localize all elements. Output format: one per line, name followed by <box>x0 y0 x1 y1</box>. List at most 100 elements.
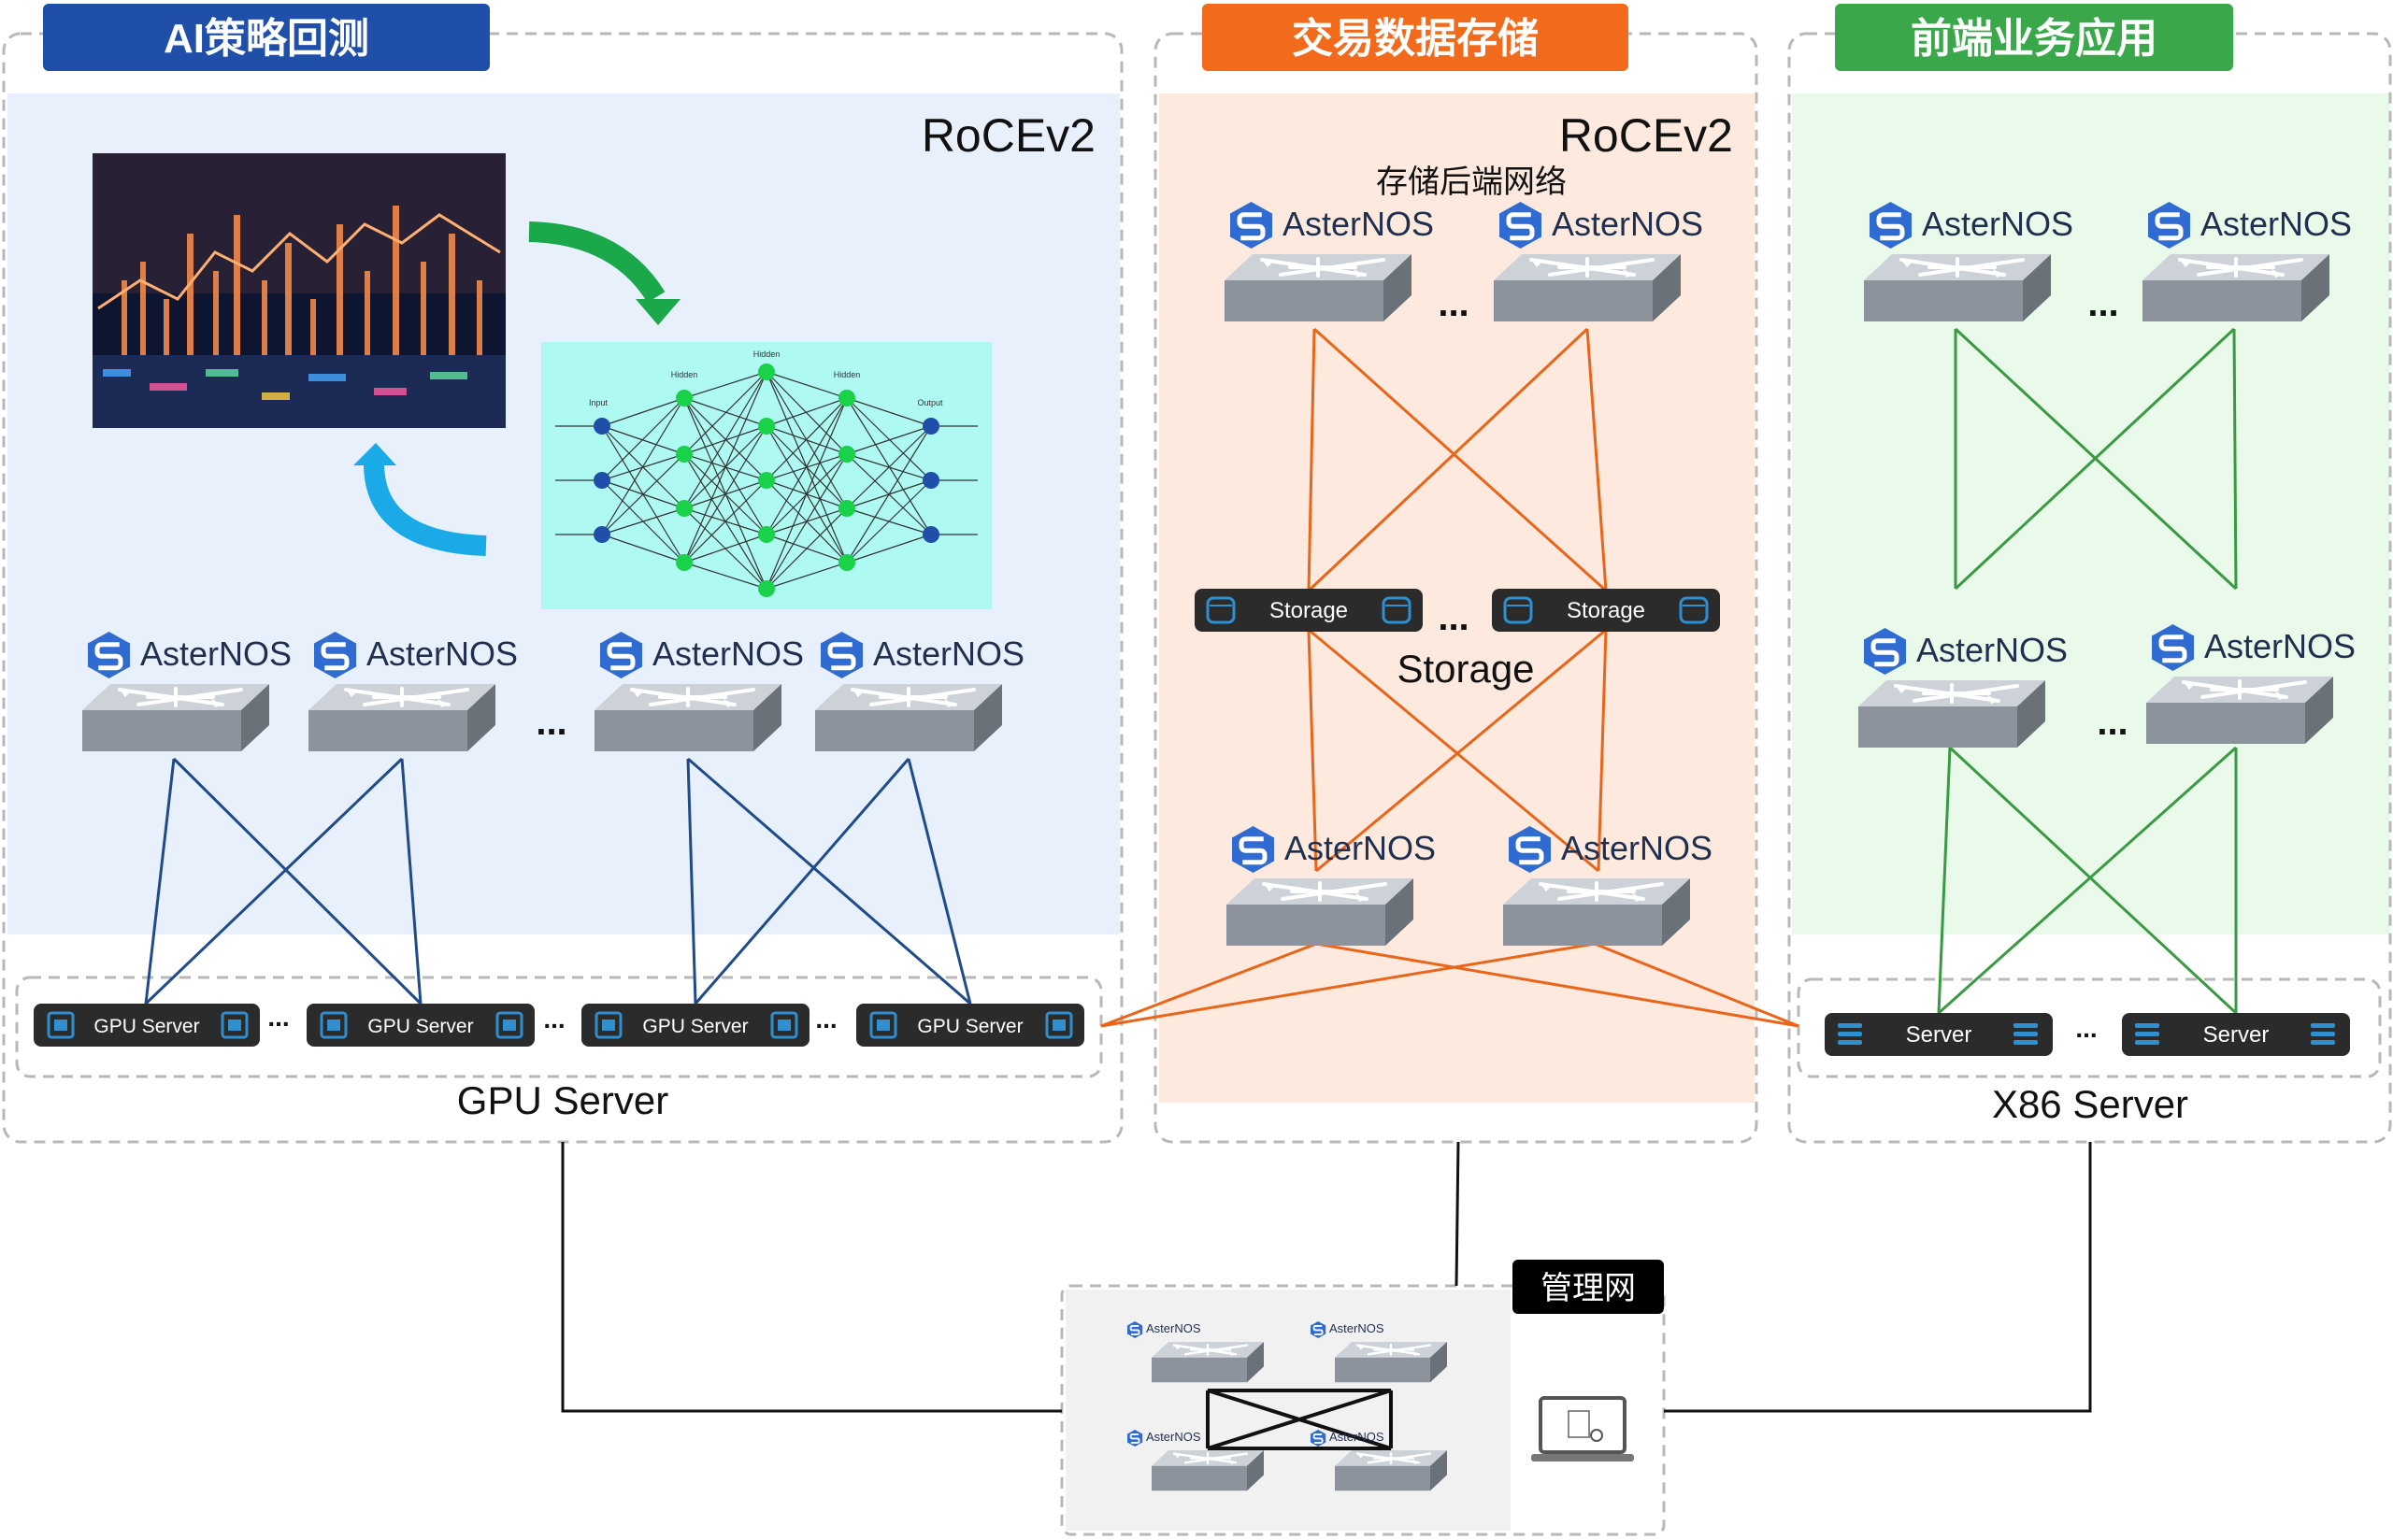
network-switch-icon <box>1862 252 2053 323</box>
storage-disk-icon <box>1382 596 1411 624</box>
gpu-server-3: GPU Server <box>581 1004 810 1047</box>
network-switch-icon <box>80 682 271 753</box>
neural-network-panel: Input Hidden Hidden Hidden Output <box>541 342 992 609</box>
frontend-title: 前端业务应用 <box>1911 16 2157 62</box>
network-switch-icon <box>1333 1448 1449 1492</box>
nn-hidden-label-3: Hidden <box>834 370 861 379</box>
nn-hidden-label-2: Hidden <box>753 349 781 359</box>
gpu-server-2: GPU Server <box>307 1004 535 1047</box>
x86-server-caption: X86 Server <box>1992 1082 2188 1126</box>
gpu-chip-icon <box>47 1011 75 1039</box>
storage-device-1: Storage <box>1195 589 1423 632</box>
storage-title: 交易数据存储 <box>1292 16 1539 62</box>
ai-switch-4: AsterNOS <box>813 632 1025 753</box>
mgmt-switch-4: AsterNOS <box>1310 1429 1449 1492</box>
nn-node <box>594 526 610 543</box>
switch-label: AsterNOS <box>2200 205 2352 243</box>
device-label: Server <box>2203 1022 2270 1048</box>
frontend-leaf-switch-1: AsterNOS <box>1856 628 2068 749</box>
gpu-chip-icon <box>595 1011 623 1039</box>
gpu-chip-icon <box>221 1011 249 1039</box>
nn-node <box>676 390 693 406</box>
gpu-server-1: GPU Server <box>34 1004 260 1047</box>
network-switch-icon <box>593 682 783 753</box>
mgmt-switch-2: AsterNOS <box>1310 1320 1449 1384</box>
storage-disk-icon <box>1503 596 1533 624</box>
server-ellipsis: ... <box>2075 1014 2097 1043</box>
network-switch-icon <box>1492 252 1683 323</box>
device-label: Server <box>1906 1022 1972 1048</box>
frontend-spine-ellipsis: ... <box>2087 283 2118 324</box>
nn-node <box>676 500 693 517</box>
storage-disk-icon <box>1679 596 1709 624</box>
ai-protocol-label: RoCEv2 <box>922 109 1096 162</box>
switch-label: AsterNOS <box>2204 627 2356 665</box>
storage-spine-switch-1: AsterNOS <box>1223 202 1434 323</box>
device-label: GPU Server <box>93 1016 199 1037</box>
gpu-chip-icon <box>1045 1011 1073 1039</box>
gpu-ellipsis-2: ... <box>543 1005 565 1034</box>
ai-title-badge <box>43 4 490 71</box>
mgmt-title: 管理网 <box>1540 1271 1636 1306</box>
frontend-leaf-ellipsis: ... <box>2097 702 2128 743</box>
nn-node <box>758 472 775 489</box>
switch-label: AsterNOS <box>1916 631 2068 669</box>
frontend-spine-switch-2: AsterNOS <box>2141 202 2352 323</box>
network-switch-icon <box>1501 877 1692 948</box>
frontend-leaf-switch-2: AsterNOS <box>2144 624 2356 746</box>
network-switch-icon <box>1856 678 2047 749</box>
nn-node <box>758 526 775 543</box>
gpu-server-group-border <box>15 976 1103 1078</box>
storage-spine-switch-2: AsterNOS <box>1492 202 1703 323</box>
storage-spine-ellipsis: ... <box>1438 283 1469 324</box>
switch-label: AsterNOS <box>1922 205 2073 243</box>
green-cycle-arrow-icon <box>528 221 681 325</box>
network-switch-icon <box>1223 252 1413 323</box>
switch-label: AsterNOS <box>1146 1321 1201 1335</box>
server-rack-icon <box>2135 1023 2159 1045</box>
gpu-ellipsis-1: ... <box>267 1003 289 1032</box>
storage-leaf-switch-1: AsterNOS <box>1225 826 1436 948</box>
nn-node <box>923 418 939 435</box>
stock-chart-image <box>93 153 506 428</box>
ai-switch-1: AsterNOS <box>80 632 292 753</box>
switch-label: AsterNOS <box>1146 1430 1201 1444</box>
device-label: GPU Server <box>367 1016 473 1037</box>
switch-label: AsterNOS <box>873 635 1025 673</box>
device-label: Storage <box>1269 598 1348 623</box>
x86-server-2: Server <box>2122 1013 2350 1056</box>
network-switch-icon <box>2144 675 2335 746</box>
device-label: Storage <box>1567 598 1645 623</box>
server-rack-icon <box>1838 1023 1862 1045</box>
ai-title: AI策略回测 <box>164 16 369 62</box>
frontend-spine-switch-1: AsterNOS <box>1862 202 2073 323</box>
device-label: GPU Server <box>642 1016 748 1037</box>
storage-backend-subtitle: 存储后端网络 <box>1376 164 1567 200</box>
nn-node <box>594 418 610 435</box>
network-switch-icon <box>1150 1448 1266 1492</box>
storage-title-badge <box>1202 4 1628 71</box>
nn-node <box>923 526 939 543</box>
nn-node <box>594 472 610 489</box>
network-switch-icon <box>2141 252 2331 323</box>
switch-label: AsterNOS <box>1329 1321 1384 1335</box>
monitor-icon <box>1531 1396 1634 1462</box>
nn-node <box>676 446 693 463</box>
frontend-links <box>1937 327 2238 1015</box>
nn-node <box>758 418 775 435</box>
nn-node <box>838 446 855 463</box>
management-links <box>561 1141 2092 1450</box>
gpu-chip-icon <box>770 1011 798 1039</box>
frontend-title-badge <box>1835 4 2233 71</box>
storage-device-ellipsis: ... <box>1438 597 1469 638</box>
server-rack-icon <box>2013 1023 2038 1045</box>
switch-label: AsterNOS <box>366 635 518 673</box>
ai-switch-3: AsterNOS <box>593 632 804 753</box>
storage-protocol-label: RoCEv2 <box>1559 109 1733 162</box>
gpu-server-caption: GPU Server <box>457 1078 668 1122</box>
gpu-chip-icon <box>495 1011 523 1039</box>
ai-links <box>144 757 972 1005</box>
network-switch-icon <box>813 682 1004 753</box>
nn-node <box>758 364 775 380</box>
